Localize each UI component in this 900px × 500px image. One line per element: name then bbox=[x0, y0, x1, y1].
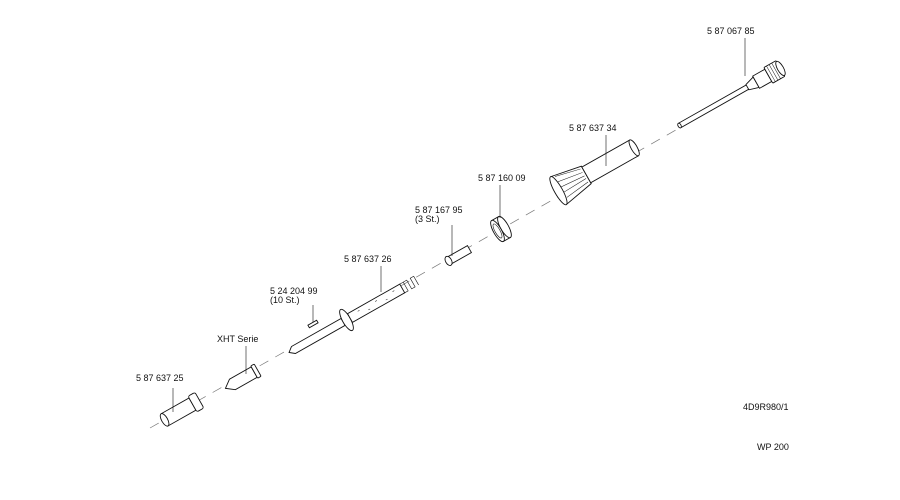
nut-part bbox=[490, 215, 512, 243]
part-qty-sleeve: (3 St.) bbox=[415, 214, 440, 224]
soldering-tip-part bbox=[224, 363, 262, 391]
tip-holder-part bbox=[159, 392, 204, 427]
assembly-axis bbox=[149, 121, 691, 429]
drawing-number: 4D9R980/1 bbox=[743, 402, 789, 412]
part-qty-pin: (10 St.) bbox=[270, 295, 300, 305]
part-label-cable: 5 87 067 85 bbox=[707, 26, 755, 36]
sleeve-part bbox=[444, 244, 473, 266]
part-label-handle: 5 87 637 34 bbox=[569, 123, 617, 133]
part-label-tip: XHT Serie bbox=[217, 334, 258, 344]
part-label-sleeve: 5 87 167 95 bbox=[415, 205, 463, 215]
part-label-nut: 5 87 160 09 bbox=[478, 173, 526, 183]
model-label: WP 200 bbox=[757, 442, 789, 452]
handle-part bbox=[549, 139, 640, 206]
heating-element-part bbox=[288, 275, 419, 354]
pin-part bbox=[307, 319, 319, 329]
part-label-tip-holder: 5 87 637 25 bbox=[136, 373, 184, 383]
part-label-heating-element: 5 87 637 26 bbox=[344, 254, 392, 264]
part-label-pin: 5 24 204 99 bbox=[270, 286, 318, 296]
cable-part bbox=[677, 60, 786, 129]
